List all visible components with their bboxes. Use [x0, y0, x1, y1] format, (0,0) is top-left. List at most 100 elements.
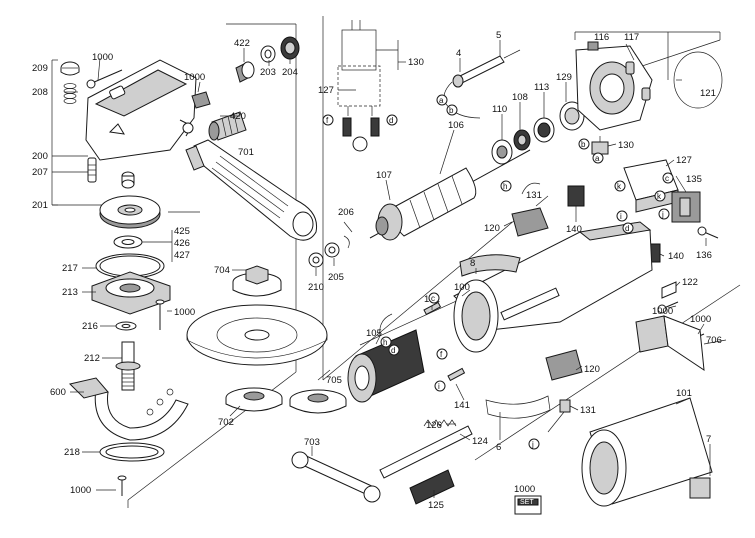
part-label: 124 [472, 436, 488, 447]
washers-205-210 [308, 235, 350, 268]
part-label: 5 [496, 30, 501, 41]
cable-4-5 [443, 49, 521, 119]
washer-203 [260, 45, 276, 63]
bearing-110 [491, 139, 513, 165]
wrench-703 [291, 451, 381, 503]
part-label: 116 [594, 32, 609, 43]
armature-106 [369, 149, 531, 241]
part-label: 217 [62, 263, 78, 274]
set-box-text: SET [520, 499, 534, 506]
leader-lines [52, 40, 727, 498]
connector-letter: a [439, 96, 444, 105]
part-label: 141 [454, 400, 470, 411]
part-label: 600 [50, 387, 66, 398]
connector-letter: h [383, 338, 387, 347]
flange-nut-704 [232, 265, 282, 297]
spindle-212 [115, 341, 141, 391]
switch-135 [671, 191, 701, 223]
part-label: 130 [408, 57, 424, 68]
part-label: 1000 [174, 307, 195, 318]
part-label: 205 [328, 272, 344, 283]
spring-126 [423, 419, 457, 427]
connector-letter: d [389, 116, 393, 125]
connector-letters: a b f d b a k c k j i d h c h d f i j [322, 94, 674, 450]
side-handle-701 [185, 139, 318, 241]
part-label: 125 [428, 500, 444, 511]
part-label: 121 [700, 88, 716, 99]
part-label: 110 [492, 104, 507, 115]
part-label: 140 [566, 224, 582, 235]
o-ring-121 [673, 51, 723, 109]
part-label: 212 [84, 353, 100, 364]
part-label: 131 [526, 190, 542, 201]
motor-housing-end-116 [575, 41, 653, 131]
wiring-schematic [337, 20, 399, 152]
part-label: 204 [282, 67, 298, 78]
cap-209 [60, 61, 80, 76]
part-label: 702 [218, 417, 234, 428]
part-label: 140 [668, 251, 684, 262]
pins-117 [625, 61, 651, 101]
set-box-1000: SET [514, 495, 542, 515]
flange-702 [225, 387, 283, 412]
grinding-wheel [186, 304, 328, 366]
gear-housing-200 [85, 59, 197, 161]
part-label: 120 [584, 364, 600, 375]
part-label: 213 [62, 287, 78, 298]
part-label: 207 [32, 167, 48, 178]
part-label: 4 [456, 48, 461, 59]
part-label: 427 [174, 250, 190, 261]
part-label: 206 [338, 207, 354, 218]
part-label: 1000 [514, 484, 535, 495]
part-label: 126 [426, 420, 442, 431]
part-label: 117 [624, 32, 639, 43]
part-label: 130 [618, 140, 634, 151]
connector-letter: a [595, 154, 600, 163]
pin-207 [87, 157, 97, 183]
washer-216 [115, 321, 137, 331]
part-label: 100 [454, 282, 470, 293]
label-7 [689, 477, 711, 499]
screw-1000-bottom [117, 475, 127, 496]
bracket-122 [661, 281, 677, 299]
part-labels: 1000 209 208 200 207 201 1000 422 203 20… [32, 30, 722, 511]
bearing-flange-213 [91, 271, 171, 315]
connector-letter: k [617, 182, 622, 191]
connector-letter: j [661, 210, 664, 219]
connector-letter: d [625, 224, 629, 233]
connector-letter: i [620, 212, 622, 221]
part-label: 136 [696, 250, 712, 261]
part-label: 108 [512, 92, 528, 103]
part-label: 706 [706, 335, 722, 346]
connector-letter: j [531, 440, 534, 449]
filter-706 [635, 315, 705, 372]
springs-208 [63, 83, 77, 104]
part-label: 6 [496, 442, 501, 453]
part-label: 1000 [690, 314, 711, 325]
part-label: 210 [308, 282, 324, 293]
part-label: 127 [676, 155, 692, 166]
part-label: 105 [366, 328, 382, 339]
flange-705 [289, 389, 347, 414]
part-label: 127 [318, 85, 334, 96]
connector-letter: d [391, 346, 395, 355]
part-label: 218 [64, 447, 80, 458]
connector-letter: b [581, 140, 586, 149]
control-box-127 [623, 159, 679, 213]
screw-1000-top [86, 69, 123, 89]
part-label: 7 [706, 434, 711, 445]
washers-425-427 [113, 235, 143, 249]
screw-136 [697, 226, 719, 239]
screw-1000-122 [657, 301, 679, 314]
part-label: 131 [580, 405, 596, 416]
brush-holder-120b [545, 349, 583, 381]
pinion-422 [235, 61, 255, 83]
part-label: 101 [676, 388, 692, 399]
screw-1000-flange [155, 299, 165, 330]
bevel-gear-201 [99, 195, 161, 229]
part-label: 1000 [184, 72, 205, 83]
part-label: 8 [470, 258, 475, 269]
part-label: 703 [304, 437, 320, 448]
connector-letter: k [657, 192, 662, 201]
